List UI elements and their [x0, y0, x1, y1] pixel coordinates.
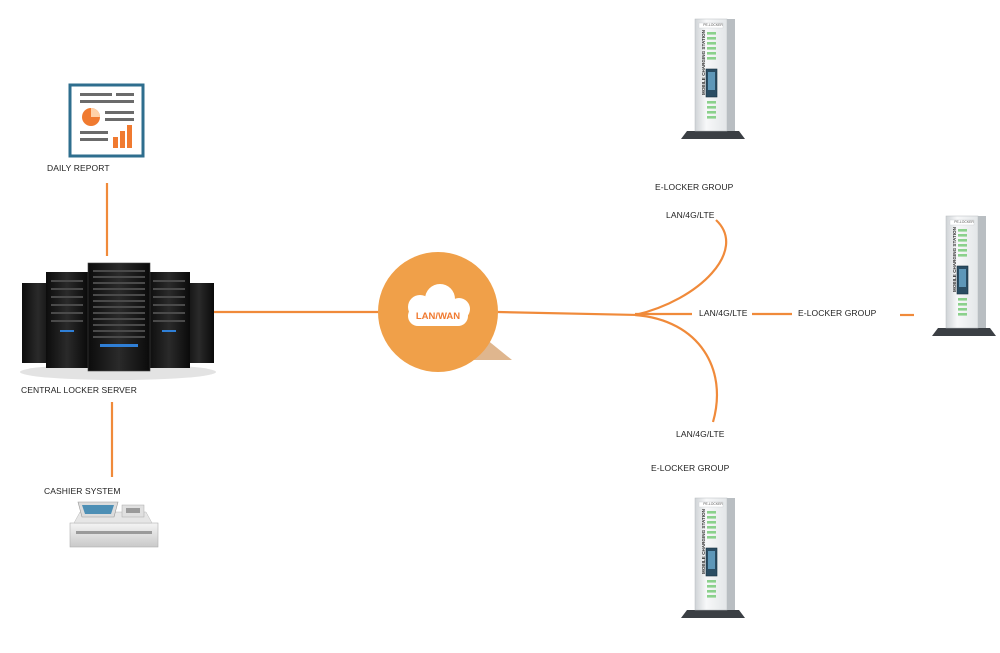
kiosk-brand: PE-LOCKER [954, 220, 974, 224]
cloud-label: LAN/WAN [416, 311, 460, 322]
connector-lines [105, 183, 914, 477]
cloud-icon [408, 284, 470, 326]
cash-register-icon [69, 501, 159, 548]
server-icon [20, 262, 216, 380]
bottom-link-label: LAN/4G/LTE [676, 429, 725, 439]
bottom-group-label: E-LOCKER GROUP [651, 463, 730, 473]
daily-report-label: DAILY REPORT [47, 163, 110, 173]
kiosk-brand: PE-LOCKER [703, 23, 723, 27]
kiosk-right: PE-LOCKER MOBILE CHARGING STATION [931, 215, 997, 337]
kiosk-caption: MOBILE CHARGING STATION [701, 508, 706, 574]
top-link-label: LAN/4G/LTE [666, 210, 715, 220]
kiosk-top: PE-LOCKER MOBILE CHARGING STATION [680, 18, 746, 140]
kiosk-caption: MOBILE CHARGING STATION [952, 226, 957, 292]
top-group-label: E-LOCKER GROUP [655, 182, 734, 192]
cashier-system-label: CASHIER SYSTEM [44, 486, 121, 496]
cloud-node: LAN/WAN [378, 252, 512, 372]
line-cloud-hub [497, 310, 639, 317]
central-server-label: CENTRAL LOCKER SERVER [21, 385, 137, 395]
line-hub-top-group [634, 219, 728, 317]
kiosk-bottom: PE-LOCKER MOBILE CHARGING STATION [680, 497, 746, 619]
report-icon [68, 83, 145, 158]
line-hub-bottom-group [634, 313, 718, 423]
right-group-label: E-LOCKER GROUP [798, 308, 877, 318]
right-link-label: LAN/4G/LTE [699, 308, 748, 318]
kiosk-brand: PE-LOCKER [703, 502, 723, 506]
kiosk-caption: MOBILE CHARGING STATION [701, 29, 706, 95]
